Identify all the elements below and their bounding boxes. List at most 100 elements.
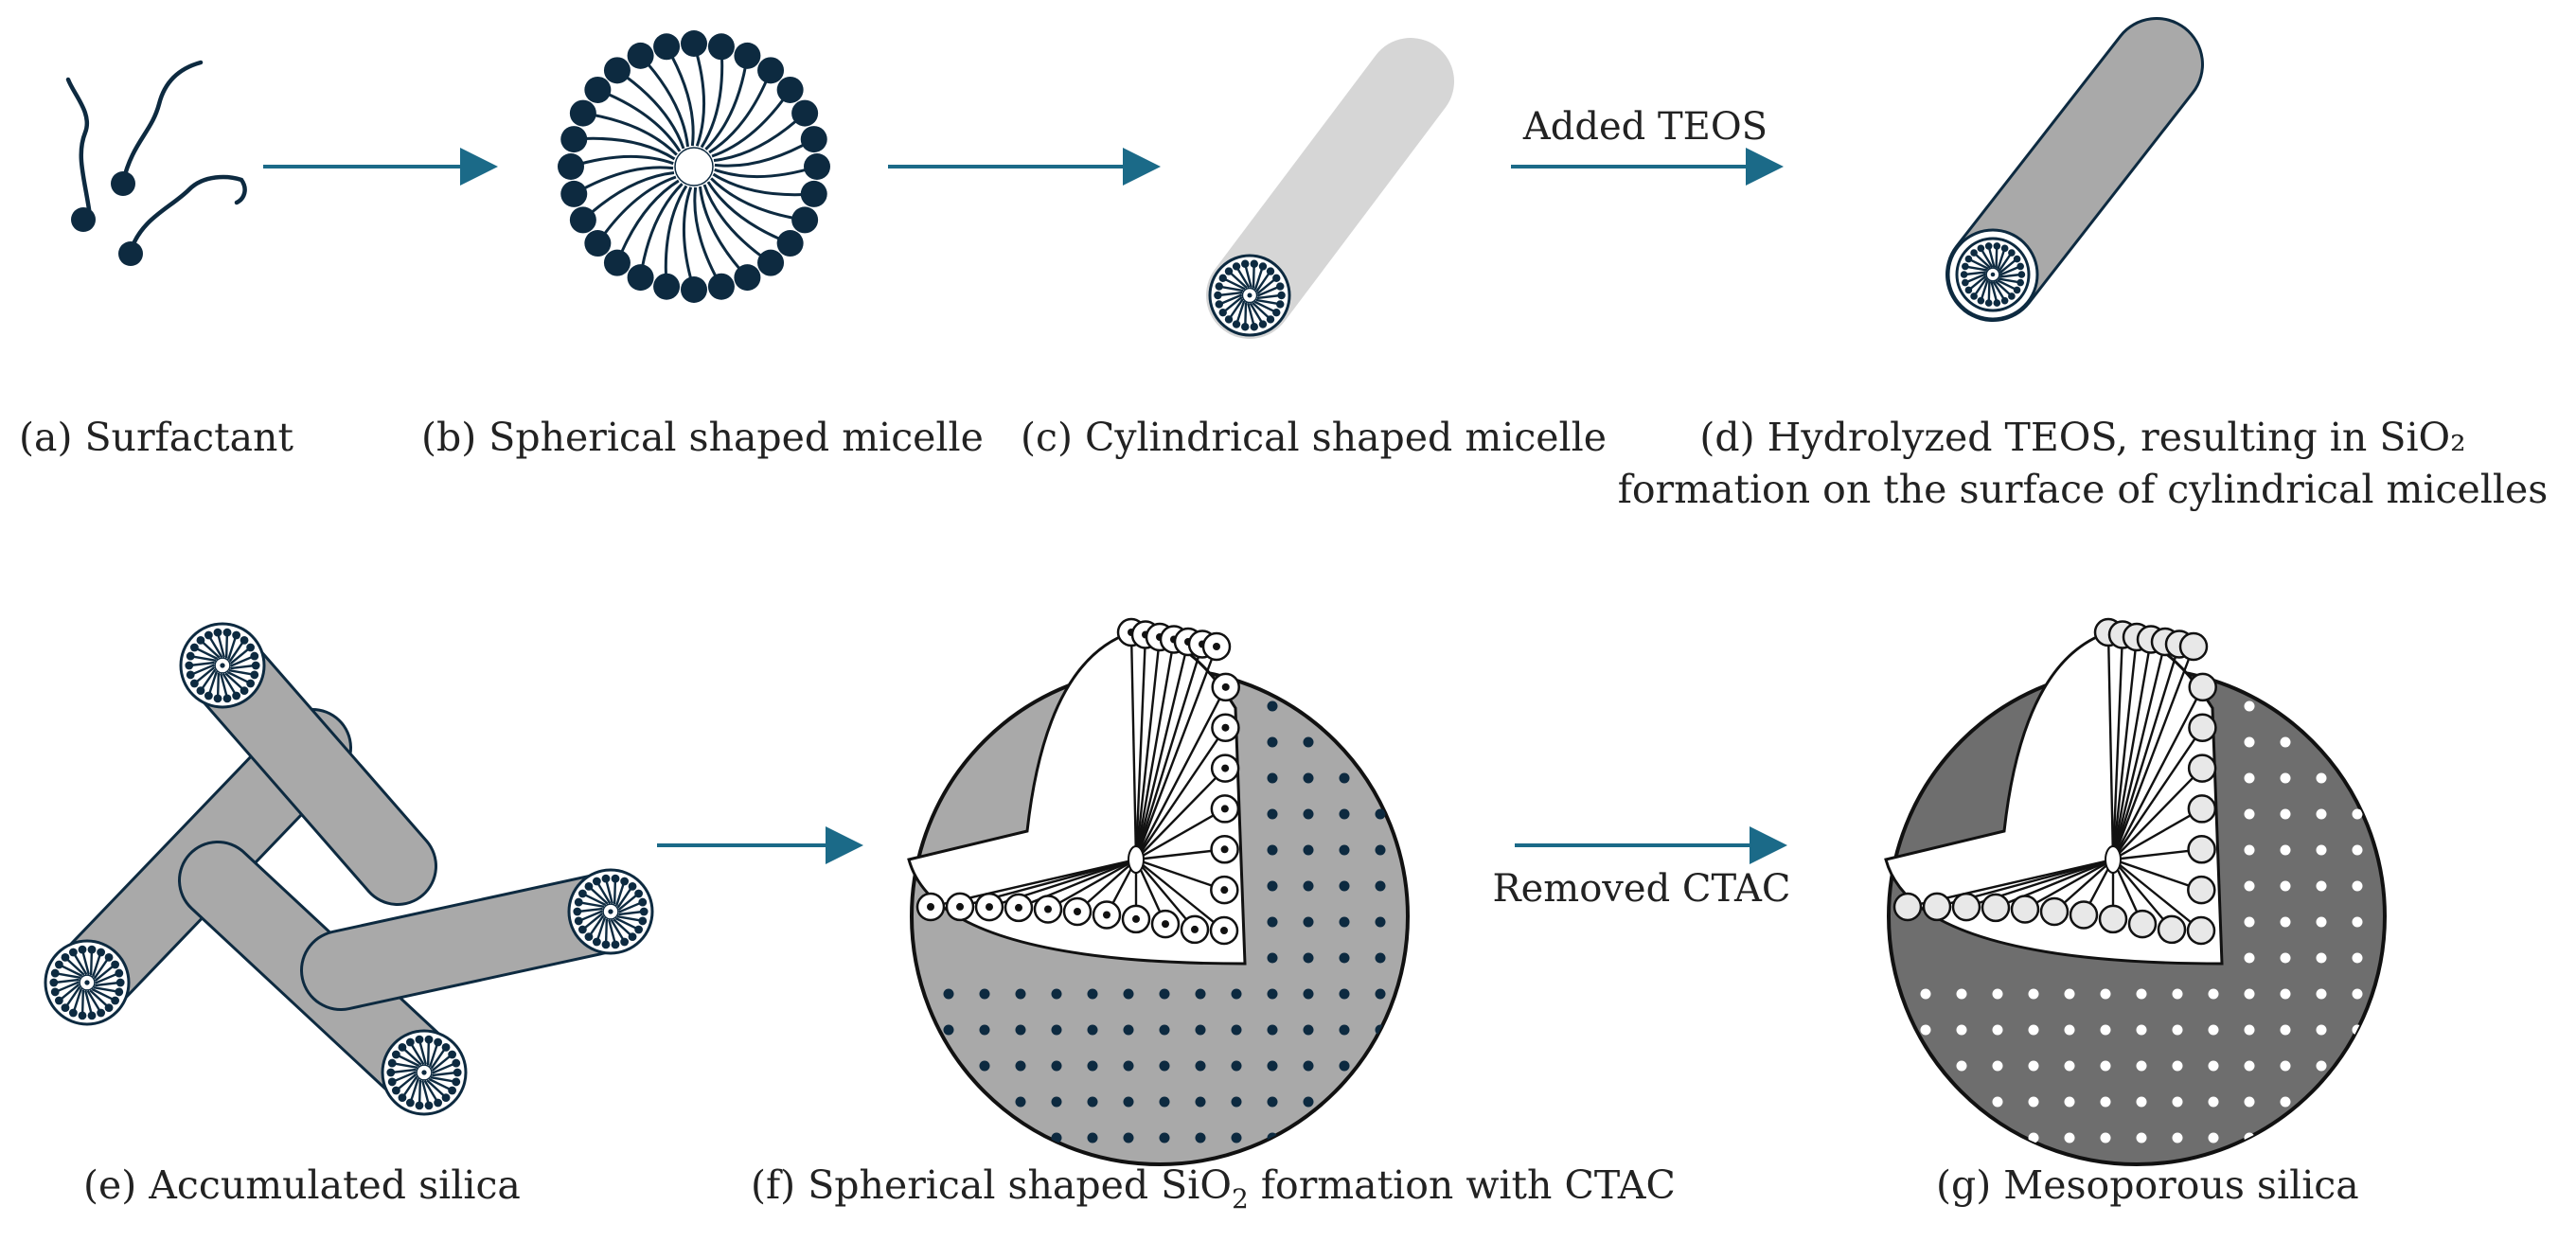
micelle-fan-line — [1135, 807, 1226, 861]
ctac-head — [1981, 893, 2011, 923]
pore-dot — [1267, 700, 1278, 712]
end-view-head — [97, 948, 106, 957]
end-view-tail — [1256, 285, 1280, 297]
end-view-tail — [228, 669, 255, 676]
end-view-head — [1276, 300, 1285, 309]
pore-dot — [2244, 736, 2255, 748]
end-view-tail — [1973, 277, 1988, 297]
end-view-tail — [409, 1077, 419, 1103]
end-view-head — [452, 1077, 461, 1087]
end-view-tail — [617, 893, 639, 911]
pore-dot — [1087, 1132, 1098, 1143]
end-view-head — [2000, 244, 2009, 253]
pore-dot — [1231, 1096, 1242, 1108]
pore-dot — [2352, 1096, 2363, 1108]
micelle-fan-line — [2112, 858, 2202, 892]
micelle-fan-line — [1129, 631, 1138, 860]
ctac-head-center — [1220, 886, 1229, 895]
micelle-head — [584, 230, 612, 257]
micelle-fan-line — [2106, 631, 2115, 860]
end-view-head — [2016, 278, 2024, 287]
end-view-head — [1984, 299, 1993, 307]
end-view-head — [434, 1037, 443, 1047]
end-view-tail — [432, 1071, 457, 1077]
pore-dot — [1195, 1024, 1206, 1036]
end-view-head — [1964, 255, 1973, 263]
ctac-head-center — [1220, 927, 1228, 934]
micelle-end-view — [179, 622, 266, 709]
pore-dot — [1375, 772, 1386, 784]
silica-sphere-with-ctac — [907, 617, 1422, 1166]
cylindrical-micelle — [1206, 38, 1454, 339]
end-view-head — [61, 1003, 70, 1013]
end-view-tail — [220, 673, 229, 699]
pore-dot — [2280, 1060, 2291, 1072]
end-view-head — [1272, 274, 1281, 283]
caption-e: (e) Accumulated silica — [83, 1162, 521, 1208]
pore-dot — [1303, 880, 1314, 892]
caption-g: (g) Mesoporous silica — [1936, 1162, 2359, 1208]
micelle-end-view — [381, 1029, 468, 1116]
end-view-head — [186, 651, 195, 661]
pore-dot — [943, 1132, 954, 1143]
end-view-head — [87, 1011, 97, 1020]
end-view-center — [1990, 272, 1996, 277]
pore-dot — [2316, 916, 2327, 928]
micelle-head — [603, 57, 631, 84]
micelle-head — [800, 126, 827, 153]
ctac-head-center — [1221, 683, 1230, 691]
end-view-head — [251, 661, 260, 670]
micelle-head — [569, 99, 596, 127]
micelle-head — [681, 276, 707, 303]
end-view-head — [222, 628, 232, 637]
pore-dot — [2136, 988, 2147, 1000]
end-view-head — [424, 1035, 434, 1044]
cylinder-body — [1206, 38, 1454, 339]
micelle-tail — [711, 89, 791, 158]
micelle-head — [584, 76, 612, 103]
pore-dot — [1375, 952, 1386, 964]
micelle-fan-line — [2112, 859, 2173, 931]
end-view-tail — [401, 1075, 418, 1098]
end-view-tail — [55, 981, 80, 993]
end-view-head — [87, 945, 97, 954]
ctac-head — [1922, 892, 1952, 922]
pore-dot — [1412, 917, 1422, 928]
end-view-tail — [610, 919, 626, 942]
pore-dot — [1956, 988, 1967, 1000]
pore-dot — [2389, 989, 2399, 1000]
end-view-tail — [578, 901, 605, 908]
pore-dot — [1051, 1060, 1062, 1072]
end-view-center — [608, 909, 613, 914]
pore-dot — [1303, 1132, 1314, 1143]
ctac-head — [2010, 895, 2040, 924]
pore-dot — [1992, 1024, 2003, 1036]
pore-dot — [1267, 808, 1278, 820]
end-view-head — [415, 1101, 424, 1110]
end-view-tail — [190, 655, 217, 662]
surfactant-tail — [65, 77, 93, 219]
end-view-tail — [582, 913, 604, 931]
end-view-head — [639, 907, 648, 916]
micelle-fan-line — [2112, 727, 2204, 860]
end-view-tail — [1228, 271, 1248, 290]
micelle-head — [558, 153, 584, 180]
pore-dot — [1267, 916, 1278, 928]
end-view-head — [1250, 323, 1258, 331]
pore-dot — [1375, 916, 1386, 928]
pore-dot — [1267, 1096, 1278, 1108]
end-view-tail — [224, 632, 229, 659]
end-view-head — [1962, 262, 1969, 271]
ctac-head — [2188, 672, 2217, 702]
micelle-tail — [692, 43, 706, 147]
end-view-head — [240, 686, 249, 696]
end-view-tail — [1252, 301, 1271, 320]
micelle-head — [757, 57, 785, 84]
end-view-head — [104, 1003, 114, 1013]
ctac-head-center — [1132, 914, 1140, 923]
end-view-tail — [72, 952, 88, 975]
end-view-head — [68, 948, 78, 957]
end-view-tail — [189, 661, 215, 667]
micelle-head — [757, 249, 785, 276]
pore-dot — [1920, 1096, 1931, 1108]
